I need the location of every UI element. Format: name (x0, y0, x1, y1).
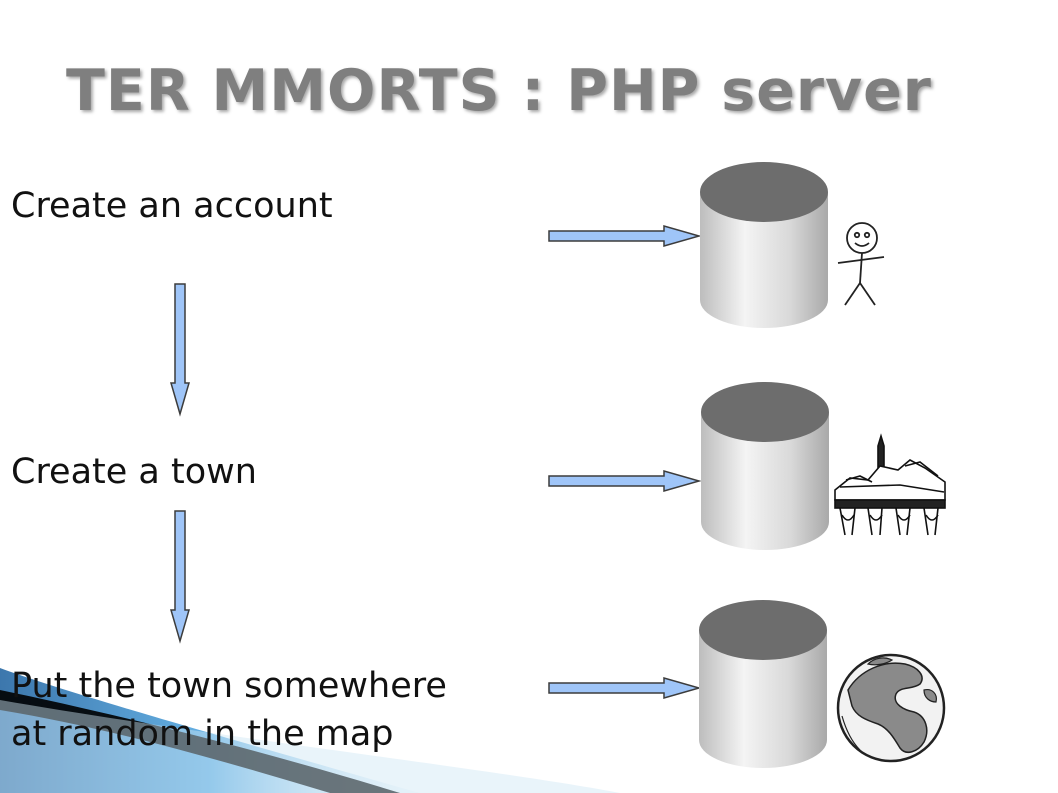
step-create-account: Create an account (11, 182, 333, 230)
database-icon (700, 162, 828, 328)
step-label: Create an account (11, 186, 333, 226)
town-sketch-icon (834, 433, 946, 536)
right-arrow-3 (548, 677, 702, 699)
down-arrow-2 (170, 510, 190, 644)
step-label-line1: Put the town somewhere (11, 666, 447, 706)
slide-title: TER MMORTS : PHP server (66, 58, 932, 124)
stick-figure-icon (837, 222, 885, 306)
step-place-town: Put the town somewhere at random in the … (11, 662, 447, 758)
right-arrow-1 (548, 225, 702, 247)
database-icon (701, 382, 829, 550)
right-arrow-2 (548, 470, 702, 492)
globe-icon (836, 653, 946, 763)
down-arrow-1 (170, 283, 190, 417)
database-icon (699, 600, 827, 768)
step-create-town: Create a town (11, 448, 257, 496)
step-label: Create a town (11, 452, 257, 492)
step-label-line2: at random in the map (11, 714, 394, 754)
